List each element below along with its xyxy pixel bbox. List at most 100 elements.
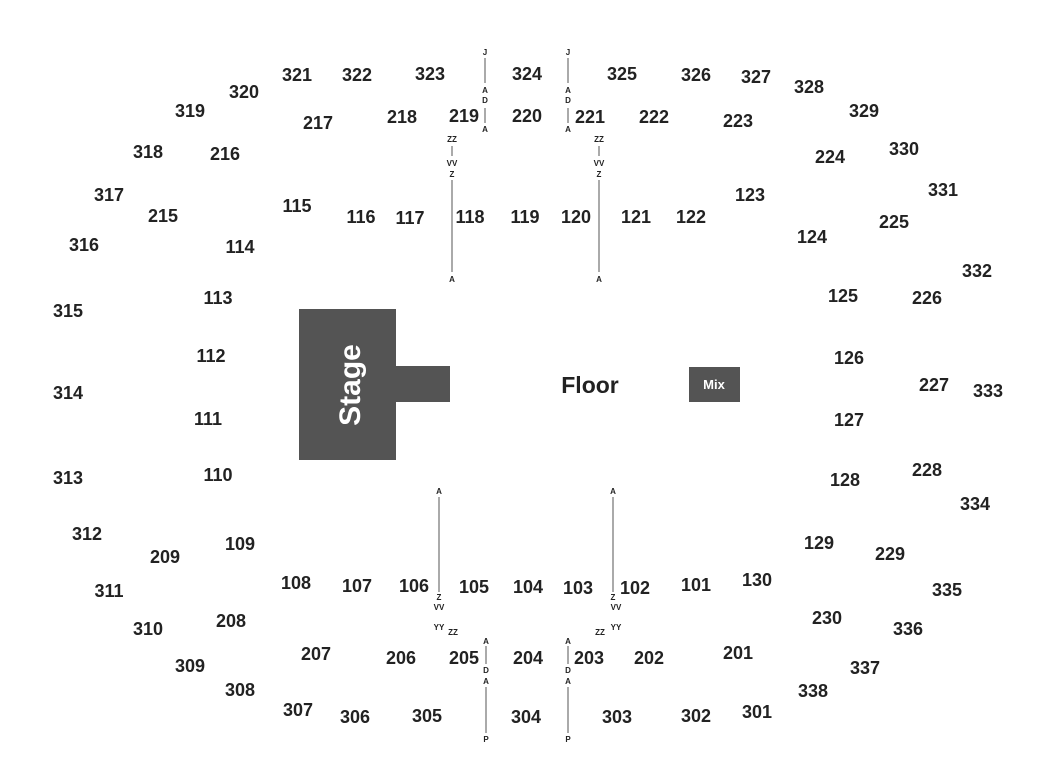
- section-218[interactable]: 218: [387, 107, 417, 127]
- section-332[interactable]: 332: [962, 261, 992, 281]
- stage-block: [299, 309, 396, 460]
- section-333[interactable]: 333: [973, 381, 1003, 401]
- section-220[interactable]: 220: [512, 106, 542, 126]
- section-126[interactable]: 126: [834, 348, 864, 368]
- section-117[interactable]: 117: [395, 208, 424, 228]
- section-130[interactable]: 130: [742, 570, 772, 590]
- section-335[interactable]: 335: [932, 580, 962, 600]
- section-338[interactable]: 338: [798, 681, 828, 701]
- section-201[interactable]: 201: [723, 643, 753, 663]
- section-320[interactable]: 320: [229, 82, 259, 102]
- section-314[interactable]: 314: [53, 383, 83, 403]
- section-227[interactable]: 227: [919, 375, 949, 395]
- section-127[interactable]: 127: [834, 410, 864, 430]
- section-230[interactable]: 230: [812, 608, 842, 628]
- section-108[interactable]: 108: [281, 573, 311, 593]
- section-301[interactable]: 301: [742, 702, 772, 722]
- section-223[interactable]: 223: [723, 111, 753, 131]
- section-313[interactable]: 313: [53, 468, 83, 488]
- section-229[interactable]: 229: [875, 544, 905, 564]
- section-120[interactable]: 120: [561, 207, 591, 227]
- section-125[interactable]: 125: [828, 286, 858, 306]
- section-317[interactable]: 317: [94, 185, 124, 205]
- section-105[interactable]: 105: [459, 577, 489, 597]
- section-106[interactable]: 106: [399, 576, 429, 596]
- section-204[interactable]: 204: [513, 648, 543, 668]
- section-217[interactable]: 217: [303, 113, 333, 133]
- section-103[interactable]: 103: [563, 578, 593, 598]
- section-331[interactable]: 331: [928, 180, 958, 200]
- section-208[interactable]: 208: [216, 611, 246, 631]
- section-228[interactable]: 228: [912, 460, 942, 480]
- section-104[interactable]: 104: [513, 577, 543, 597]
- section-219[interactable]: 219: [449, 106, 479, 126]
- section-123[interactable]: 123: [735, 185, 765, 205]
- section-312[interactable]: 312: [72, 524, 102, 544]
- section-326[interactable]: 326: [681, 65, 711, 85]
- section-115[interactable]: 115: [282, 196, 311, 216]
- section-318[interactable]: 318: [133, 142, 163, 162]
- section-203[interactable]: 203: [574, 648, 604, 668]
- section-109[interactable]: 109: [225, 534, 255, 554]
- section-116[interactable]: 116: [346, 207, 375, 227]
- row-marker-a: A: [483, 677, 489, 686]
- section-112[interactable]: 112: [196, 346, 225, 366]
- section-308[interactable]: 308: [225, 680, 255, 700]
- section-222[interactable]: 222: [639, 107, 669, 127]
- section-118[interactable]: 118: [455, 207, 484, 227]
- section-216[interactable]: 216: [210, 144, 240, 164]
- section-102[interactable]: 102: [620, 578, 650, 598]
- section-225[interactable]: 225: [879, 212, 909, 232]
- section-328[interactable]: 328: [794, 77, 824, 97]
- section-306[interactable]: 306: [340, 707, 370, 727]
- section-304[interactable]: 304: [511, 707, 541, 727]
- floor-label[interactable]: Floor: [561, 372, 619, 398]
- section-334[interactable]: 334: [960, 494, 990, 514]
- section-110[interactable]: 110: [203, 465, 232, 485]
- section-310[interactable]: 310: [133, 619, 163, 639]
- section-329[interactable]: 329: [849, 101, 879, 121]
- section-205[interactable]: 205: [449, 648, 479, 668]
- section-128[interactable]: 128: [830, 470, 860, 490]
- section-101[interactable]: 101: [681, 575, 711, 595]
- section-224[interactable]: 224: [815, 147, 845, 167]
- section-337[interactable]: 337: [850, 658, 880, 678]
- section-311[interactable]: 311: [94, 581, 123, 601]
- section-316[interactable]: 316: [69, 235, 99, 255]
- section-336[interactable]: 336: [893, 619, 923, 639]
- section-129[interactable]: 129: [804, 533, 834, 553]
- section-207[interactable]: 207: [301, 644, 331, 664]
- row-marker-vv: VV: [611, 603, 622, 612]
- row-marker-d: D: [482, 96, 488, 105]
- section-323[interactable]: 323: [415, 64, 445, 84]
- section-302[interactable]: 302: [681, 706, 711, 726]
- section-113[interactable]: 113: [203, 288, 232, 308]
- section-124[interactable]: 124: [797, 227, 827, 247]
- section-226[interactable]: 226: [912, 288, 942, 308]
- section-309[interactable]: 309: [175, 656, 205, 676]
- section-206[interactable]: 206: [386, 648, 416, 668]
- section-315[interactable]: 315: [53, 301, 83, 321]
- row-marker-zz: ZZ: [594, 135, 604, 144]
- section-327[interactable]: 327: [741, 67, 771, 87]
- section-119[interactable]: 119: [510, 207, 539, 227]
- section-307[interactable]: 307: [283, 700, 313, 720]
- section-122[interactable]: 122: [676, 207, 706, 227]
- section-215[interactable]: 215: [148, 206, 178, 226]
- section-111[interactable]: 111: [194, 409, 222, 429]
- section-202[interactable]: 202: [634, 648, 664, 668]
- section-114[interactable]: 114: [225, 237, 254, 257]
- section-319[interactable]: 319: [175, 101, 205, 121]
- section-121[interactable]: 121: [621, 207, 651, 227]
- section-303[interactable]: 303: [602, 707, 632, 727]
- row-marker-d: D: [483, 666, 489, 675]
- section-209[interactable]: 209: [150, 547, 180, 567]
- section-330[interactable]: 330: [889, 139, 919, 159]
- section-305[interactable]: 305: [412, 706, 442, 726]
- section-107[interactable]: 107: [342, 576, 372, 596]
- section-322[interactable]: 322: [342, 65, 372, 85]
- section-324[interactable]: 324: [512, 64, 542, 84]
- section-325[interactable]: 325: [607, 64, 637, 84]
- section-321[interactable]: 321: [282, 65, 312, 85]
- section-221[interactable]: 221: [575, 107, 605, 127]
